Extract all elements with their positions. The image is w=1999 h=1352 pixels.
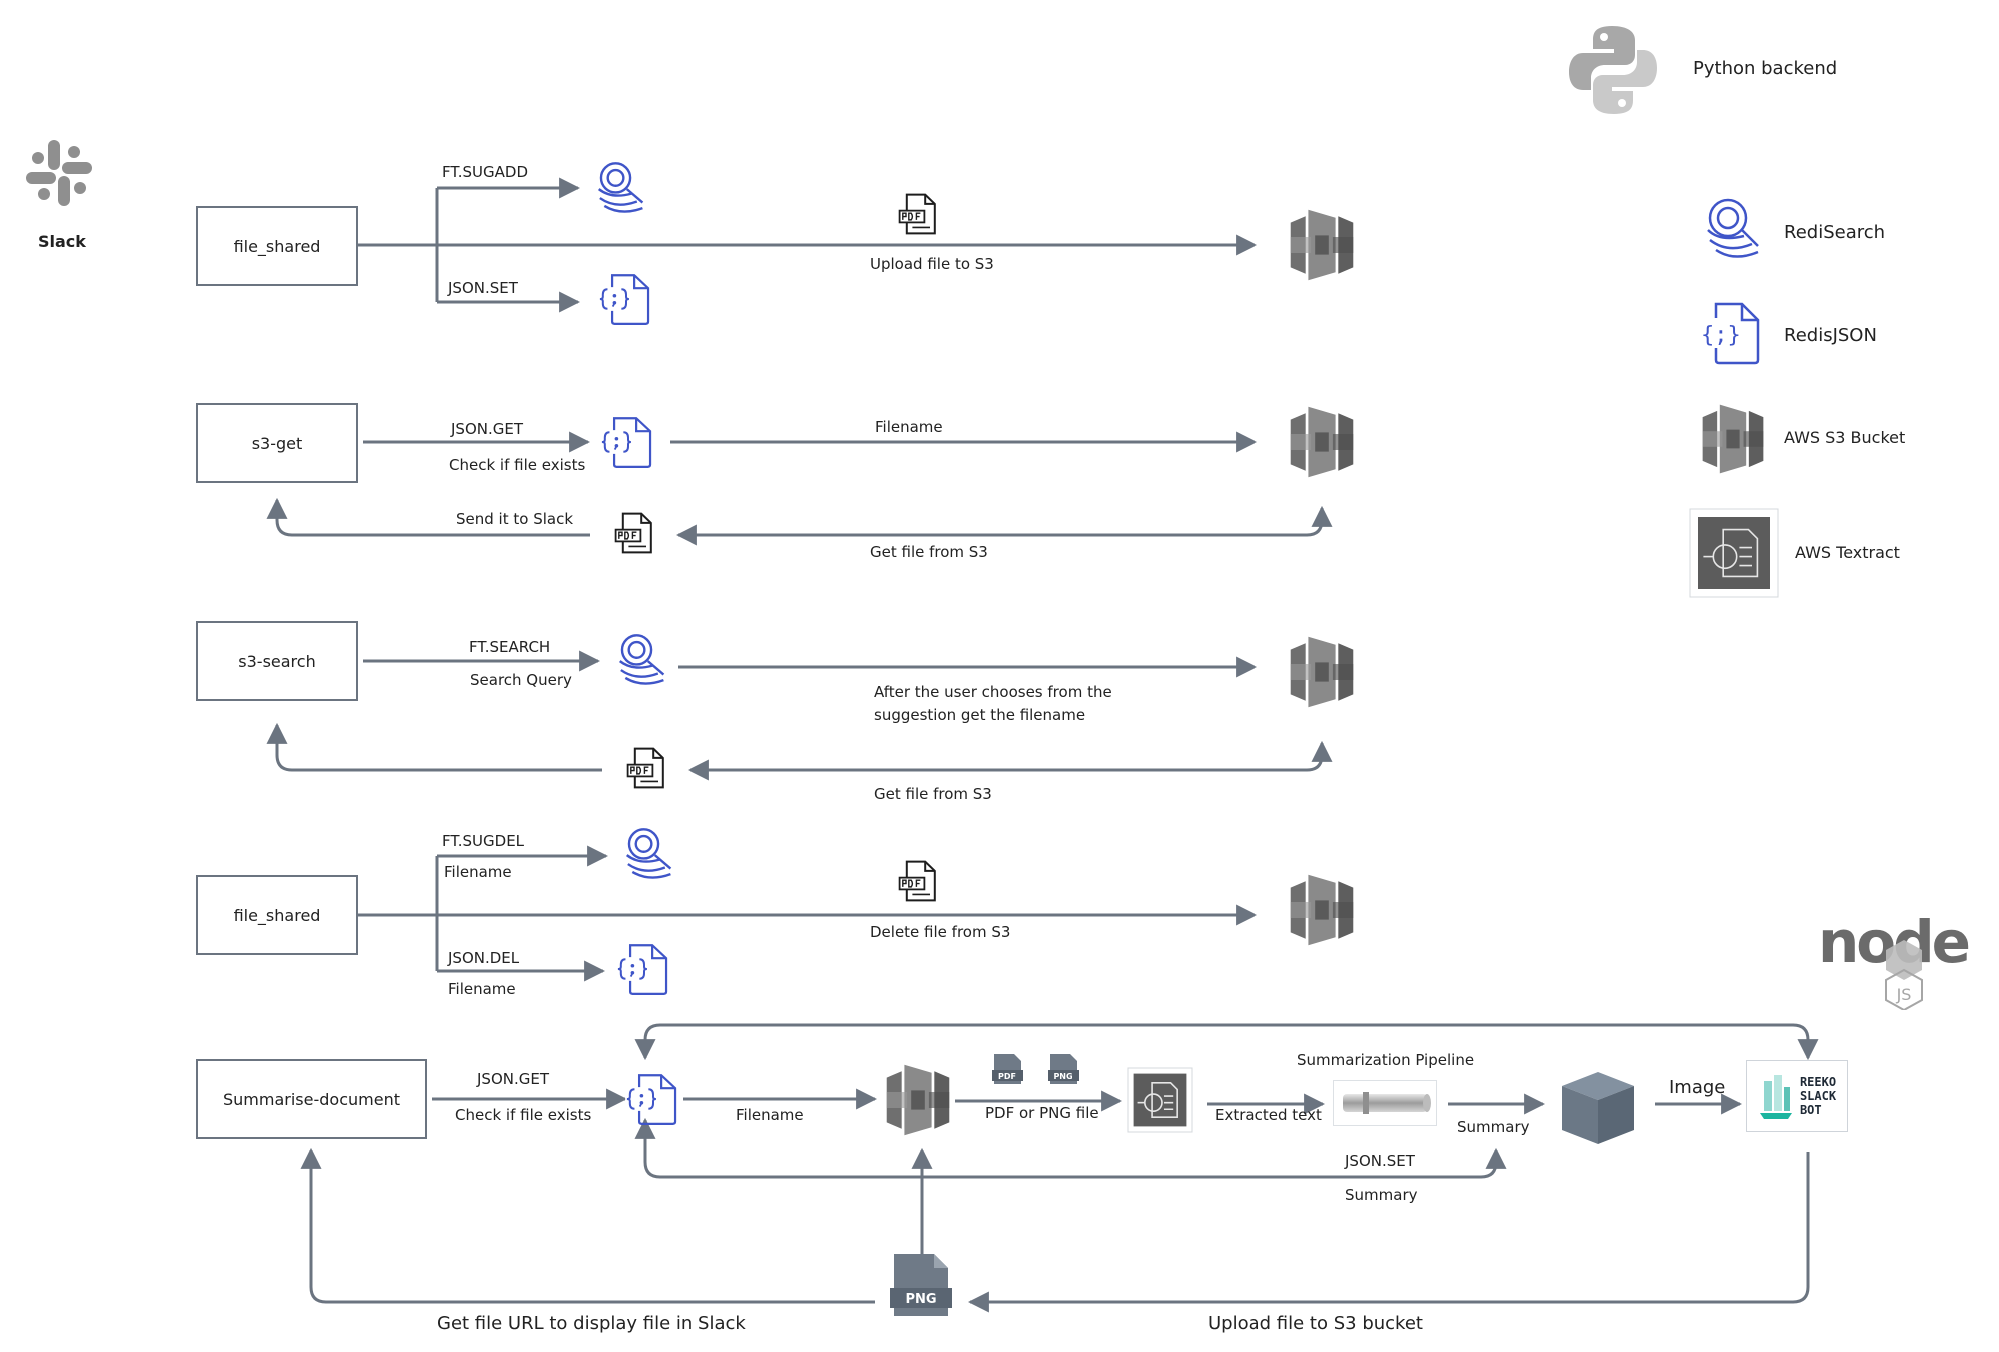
get-file-from-s3-label: Get file from S3: [870, 543, 988, 561]
filename-label: Filename: [736, 1106, 804, 1124]
loop-bottom-json-set: [634, 1117, 1507, 1179]
aws-s3-bucket-legend-label: AWS S3 Bucket: [1784, 428, 1906, 447]
json-del-label: JSON.DEL: [448, 949, 520, 967]
check-if-file-exists-label: Check if file exists: [449, 456, 586, 474]
json-get-label: JSON.GET: [477, 1070, 550, 1088]
redisearch-legend-icon: [1707, 198, 1759, 258]
nodejs-logo: node JS: [1818, 900, 1988, 1012]
json-get-label: JSON.GET: [451, 420, 524, 438]
return-send-to-slack: [266, 497, 590, 537]
return-get-file-from-s3-2: [687, 740, 1333, 781]
ft-search-label: FT.SEARCH: [469, 638, 551, 656]
aws-textract-icon: [1127, 1067, 1193, 1133]
return-get-file-url: [300, 1147, 875, 1304]
pdf-file-icon: [898, 860, 938, 902]
aws-s3-bucket-icon: [884, 1060, 952, 1140]
aws-s3-bucket-icon: [1288, 402, 1356, 482]
search-query-label: Search Query: [470, 671, 572, 689]
redisearch-legend-label: RediSearch: [1784, 222, 1886, 243]
return-to-s3search: [266, 722, 602, 772]
send-it-to-slack-label: Send it to Slack: [456, 510, 574, 528]
filename-bottom-label: Filename: [448, 980, 516, 998]
loop-top-reeko-to-json: [634, 1023, 1819, 1061]
aws-textract-legend-icon: [1689, 508, 1779, 598]
pdf-file-icon: [614, 512, 654, 554]
slack-label: Slack: [38, 232, 86, 251]
filename-label: Filename: [875, 418, 943, 436]
small-pdf-badge-icon: PDF: [990, 1052, 1024, 1086]
redisearch-icon: [613, 632, 669, 688]
redisjson-icon: [599, 415, 657, 469]
delete-file-from-s3-label: Delete file from S3: [870, 923, 1011, 941]
aws-s3-bucket-icon: [1288, 205, 1356, 285]
file-shared-node: file_shared: [196, 206, 358, 286]
ft-sugdel-label: FT.SUGDEL: [442, 832, 525, 850]
pdf-file-icon: [626, 747, 666, 789]
reeko-line-2: SLACK: [1799, 1089, 1837, 1103]
image-label: Image: [1669, 1077, 1726, 1098]
return-upload-to-s3-bucket: [967, 1152, 1810, 1313]
get-file-from-s3-label: Get file from S3: [874, 785, 992, 803]
summary-bottom-label: Summary: [1345, 1186, 1418, 1204]
s3-search-node: s3-search: [196, 621, 358, 701]
s3-get-node: s3-get: [196, 403, 358, 483]
python-icon: [1569, 26, 1657, 114]
redisjson-legend-label: RedisJSON: [1784, 325, 1877, 346]
json-set-label: JSON.SET: [448, 279, 518, 297]
summarization-pipeline-icon: [1333, 1080, 1437, 1126]
svg-text:{;}: {;}: [1701, 323, 1741, 348]
summarization-pipeline-label: Summarization Pipeline: [1297, 1051, 1475, 1069]
file-shared-delete-node: file_shared: [196, 875, 358, 955]
suggestion-filename-label: suggestion get the filename: [874, 706, 1086, 724]
summarise-document-node: Summarise-document: [196, 1059, 427, 1139]
nodejs-js-text: JS: [1896, 985, 1912, 1004]
slack-icon: [26, 140, 92, 206]
after-user-chooses-label: After the user chooses from the: [874, 683, 1112, 701]
ft-sugadd-label: FT.SUGADD: [442, 163, 529, 181]
return-get-file-from-s3: [675, 505, 1333, 546]
reeko-line-1: REEKO: [1799, 1075, 1837, 1089]
check-if-file-exists-label: Check if file exists: [455, 1106, 592, 1124]
redisjson-icon: [597, 272, 655, 326]
small-png-badge-icon: PNG: [1046, 1052, 1080, 1086]
reeko-slack-bot-logo: REEKO SLACK BOT: [1746, 1060, 1848, 1132]
reeko-line-3: BOT: [1799, 1103, 1822, 1117]
redisearch-icon: [620, 826, 676, 882]
redisearch-icon: [592, 160, 648, 216]
png-file-icon: PNG: [888, 1252, 954, 1318]
aws-s3-bucket-icon: [1288, 870, 1356, 950]
aws-s3-bucket-icon: [1288, 632, 1356, 712]
small-png-badge-text: PNG: [1053, 1072, 1072, 1081]
redisjson-icon: [624, 1072, 682, 1126]
filename-top-label: Filename: [444, 863, 512, 881]
aws-s3-legend-icon: [1700, 400, 1766, 478]
summary-label: Summary: [1457, 1118, 1530, 1136]
json-set-loop-label: JSON.SET: [1345, 1152, 1415, 1170]
aws-textract-legend-label: AWS Textract: [1795, 543, 1900, 562]
upload-file-to-s3-label: Upload file to S3: [870, 255, 994, 273]
redisjson-legend-icon: {;}: [1700, 302, 1760, 365]
small-pdf-badge-text: PDF: [998, 1072, 1016, 1081]
redisjson-icon: [615, 942, 673, 996]
pdf-file-icon: [898, 193, 938, 235]
pdf-or-png-file-label: PDF or PNG file: [985, 1104, 1099, 1122]
upload-file-to-s3-bucket-label: Upload file to S3 bucket: [1208, 1313, 1423, 1334]
reeko-robot-icon: [1759, 1075, 1792, 1119]
get-file-url-label: Get file URL to display file in Slack: [437, 1313, 746, 1334]
python-backend-label: Python backend: [1693, 58, 1838, 79]
cube-icon: [1558, 1068, 1638, 1146]
extracted-text-label: Extracted text: [1215, 1106, 1322, 1124]
png-file-text: PNG: [905, 1292, 936, 1307]
